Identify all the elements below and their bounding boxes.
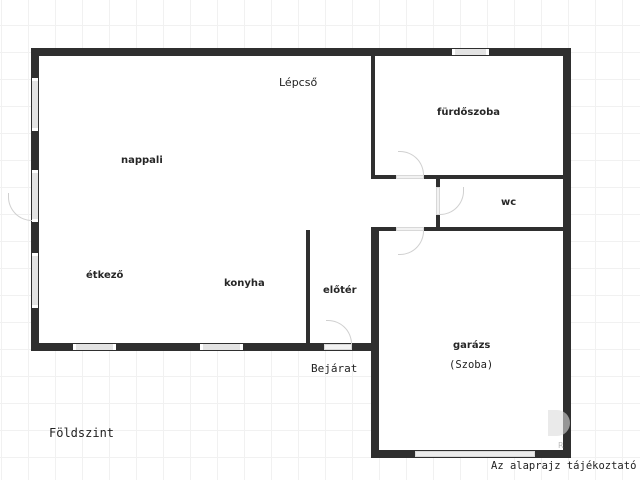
room-note-garazs: (Szoba) [449,359,494,371]
window-bathroom [452,49,489,55]
window-left-1 [32,78,38,131]
room-label-etkezo: étkező [86,270,124,281]
window-bottom-2 [200,344,243,350]
room-label-wc: wc [501,197,517,208]
wall-top [31,48,571,56]
room-label-garazs: garázs [453,340,491,351]
wall-right [563,48,571,458]
window-bottom-1 [73,344,116,350]
watermark-logo [548,410,570,436]
garage-fill [378,230,564,451]
room-label-konyha: konyha [224,278,265,289]
garage-door-opening [415,451,535,457]
wall-garage-left [371,227,379,458]
door-garage [396,227,424,231]
disclaimer-text: Az alaprajz tájékoztató [491,460,637,472]
wall-kitchen-partition [306,230,310,348]
room-label-nappali: nappali [121,155,163,166]
wall-garage-top [371,227,567,231]
room-label-furdoszoba: fürdőszoba [437,107,500,118]
door-swing-left [8,193,32,221]
room-label-eloter: előtér [323,285,357,296]
wall-bathroom-bottom [371,175,567,179]
watermark-letter: R [558,441,564,450]
wall-bathroom-left [371,56,375,178]
room-label-lepcso: Lépcső [279,76,318,89]
door-entrance [324,344,352,350]
door-bathroom [396,175,424,179]
floor-name: Földszint [49,426,115,440]
window-left-2 [32,170,38,222]
window-left-3 [32,253,38,308]
entrance-label: Bejárat [311,362,358,375]
